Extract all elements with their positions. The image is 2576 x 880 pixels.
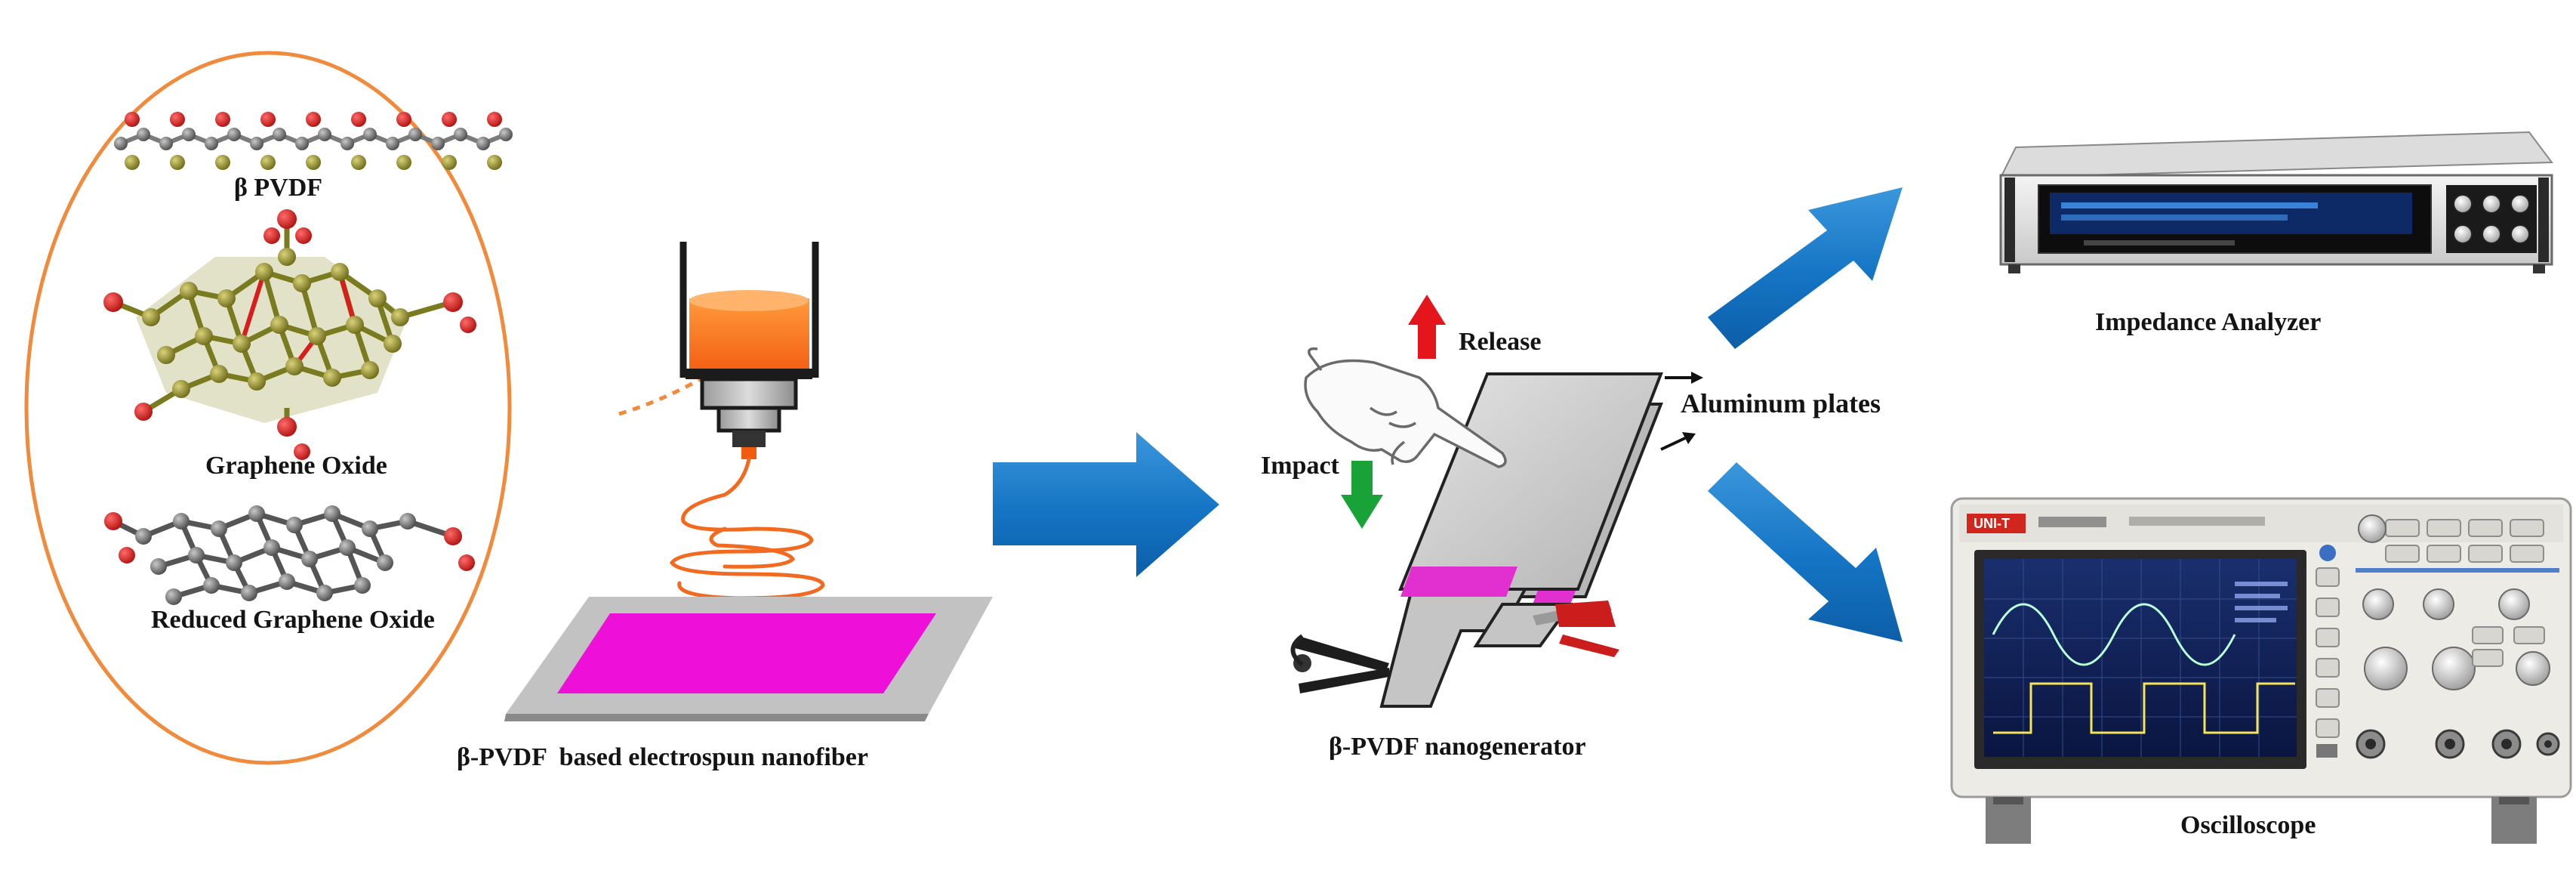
electrospun-nanofiber-label: β-PVDF based electrospun nanofiber xyxy=(457,743,868,771)
sine-trace xyxy=(1992,603,2236,666)
arrow-to-nanogenerator xyxy=(993,432,1219,577)
oscilloscope-label: Oscilloscope xyxy=(2180,811,2316,839)
hand-illustration xyxy=(1304,347,1507,468)
impact-label: Impact xyxy=(1261,452,1339,480)
release-arrow xyxy=(1408,295,1446,359)
alligator-clip-right xyxy=(1533,601,1619,657)
alligator-clip-left xyxy=(1290,634,1389,693)
oscilloscope-screen xyxy=(1984,559,2297,757)
fiber-jet xyxy=(669,457,825,601)
square-trace xyxy=(1993,682,2295,734)
collector-plate xyxy=(504,597,993,721)
molecule-panel xyxy=(24,51,513,765)
release-label: Release xyxy=(1459,328,1542,356)
impact-arrow xyxy=(1341,461,1383,529)
molecule-circle xyxy=(24,51,512,765)
pvdf-chain xyxy=(114,112,513,170)
reduced-graphene-oxide-model xyxy=(104,505,475,605)
reduced-graphene-oxide-label: Reduced Graphene Oxide xyxy=(151,606,435,634)
arrow-to-oscilloscope xyxy=(1708,462,1903,642)
oscilloscope-device xyxy=(1950,497,2572,844)
arrow-to-impedance xyxy=(1708,187,1903,349)
oscilloscope-brand-text: UNI-T xyxy=(1974,516,2010,531)
graphene-oxide-label: Graphene Oxide xyxy=(205,452,387,480)
graphene-oxide-model xyxy=(103,209,476,460)
impedance-analyzer-label: Impedance Analyzer xyxy=(2095,308,2322,336)
aluminum-plates-label: Aluminum plates xyxy=(1681,388,1881,418)
dashed-connector xyxy=(618,372,711,416)
nanofiber-mat xyxy=(557,613,936,693)
pvdf-label: β PVDF xyxy=(234,174,323,202)
impedance-analyzer-device xyxy=(1999,131,2553,273)
oscilloscope-brand-badge xyxy=(1967,514,2026,533)
syringe xyxy=(679,242,819,459)
nanogenerator-label: β-PVDF nanogenerator xyxy=(1329,733,1586,761)
